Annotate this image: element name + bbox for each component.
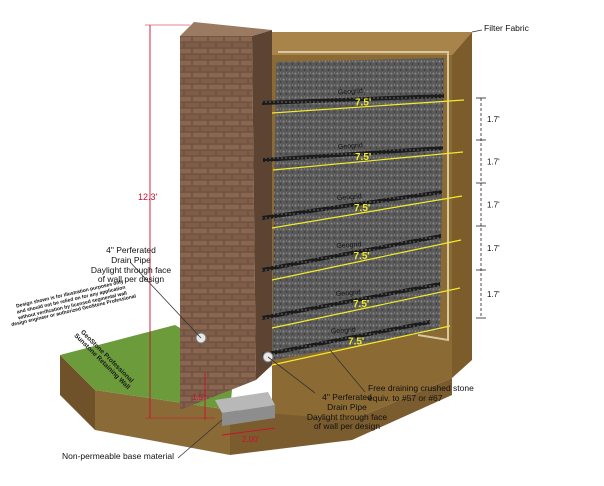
grid-length-value: 7.5' — [355, 98, 371, 109]
foreground-soil-side — [60, 355, 95, 430]
embed-value: 1.5' — [192, 393, 205, 402]
geogrid-layer — [262, 234, 441, 272]
grid-length-value: 7.5' — [354, 203, 370, 214]
pipe-upper-line-0: 4" Perferated — [106, 245, 156, 255]
grid-length-guide-line — [271, 195, 463, 229]
leader-base-material — [177, 419, 223, 459]
grid-length-guide-line — [272, 151, 464, 171]
geogrid-layer — [262, 190, 442, 220]
grid-length-value: 7.5' — [354, 251, 370, 262]
free-draining-label: Free draining crushed stone equiv. to #5… — [368, 383, 474, 404]
pipe-lower-line-2: Daylight through face — [306, 411, 388, 422]
grid-spacing-value: 1.7' — [487, 290, 500, 299]
geogrid-label: Geogrid — [338, 88, 363, 97]
wall-side — [252, 30, 272, 380]
geogrid-layer — [263, 146, 443, 162]
leveling-pad — [215, 392, 275, 413]
foreground-soil-front — [95, 390, 230, 455]
wall-face — [180, 36, 256, 410]
backfill-soil-right — [452, 32, 472, 378]
grid-spacing-dimensions: 1.7' 1.7' 1.7' 1.7' 1.7' — [476, 97, 500, 319]
grid-length-guide-line — [271, 325, 451, 366]
base-material-label: Non-permeable base material — [62, 451, 174, 461]
pipe-lower-label: 4" Perferated Drain Pipe Daylight throug… — [292, 392, 402, 432]
backfill-soil-top — [272, 32, 472, 55]
pipe-upper-line-3: of wall per design — [97, 274, 165, 285]
geogrid-layer — [262, 94, 444, 105]
geogrid-label: Geogrid — [331, 327, 356, 336]
filter-fabric-label: Filter Fabric — [484, 23, 529, 33]
grid-length-guide-line — [271, 239, 462, 281]
pipe-upper-line-2: Daylight through face — [90, 264, 172, 275]
grid-spacing-value: 1.7' — [487, 158, 500, 167]
pipe-lower-line-0: 4" Perferated — [322, 392, 372, 402]
grid-spacing-value: 1.7' — [487, 201, 500, 210]
grid-spacing-value: 1.7' — [487, 244, 500, 253]
geogrid-layer — [262, 282, 440, 320]
leveling-pad-front — [222, 405, 275, 426]
grid-length-value: 7.5' — [348, 337, 364, 348]
leader-pipe-lower — [267, 356, 316, 394]
free-draining-line-1: equiv. to #57 or #67 — [368, 392, 443, 403]
geogrid-label: Geogrid — [337, 193, 362, 202]
geogrid-layers: GeogridGeogridGeogridGeogridGeogridGeogr… — [262, 88, 444, 357]
base-soil — [230, 378, 452, 455]
base-width-value: 2.00' — [242, 435, 260, 444]
grid-length-guide-line — [271, 287, 461, 329]
wall-top — [180, 22, 272, 36]
geogrid-layer — [262, 320, 430, 357]
leader-filter-fabric — [471, 29, 483, 33]
pipe-upper-label: 4" Perferated Drain Pipe Daylight throug… — [76, 245, 186, 285]
grid-spacing-value: 1.7' — [487, 115, 500, 124]
pipe-lower-line-1: Drain Pipe — [327, 401, 367, 412]
base-width-dim-line — [221, 427, 276, 436]
grid-length-value: 7.5' — [353, 299, 369, 310]
geogrid-label: Geogrid — [338, 142, 363, 151]
grid-length-guides: 7.5' 7.5' 7.5' 7.5' 7.5' 7.5' — [271, 98, 465, 366]
gravel-zone — [272, 58, 444, 360]
wall-height-value: 12.3' — [138, 192, 158, 202]
leader-free-draining — [329, 349, 366, 393]
grid-length-guide-line — [271, 99, 465, 114]
filter-fabric-line — [278, 51, 449, 342]
geogrid-label: Geogrid — [336, 241, 361, 250]
free-draining-line-0: Free draining crushed stone — [368, 383, 474, 393]
leader-pipe-upper — [129, 261, 202, 339]
pipe-lower-line-3: of wall per design — [313, 421, 381, 432]
pipe-upper-line-1: Drain Pipe — [111, 254, 151, 265]
geogrid-label: Geogrid — [336, 289, 361, 298]
grid-length-value: 7.5' — [355, 152, 371, 163]
